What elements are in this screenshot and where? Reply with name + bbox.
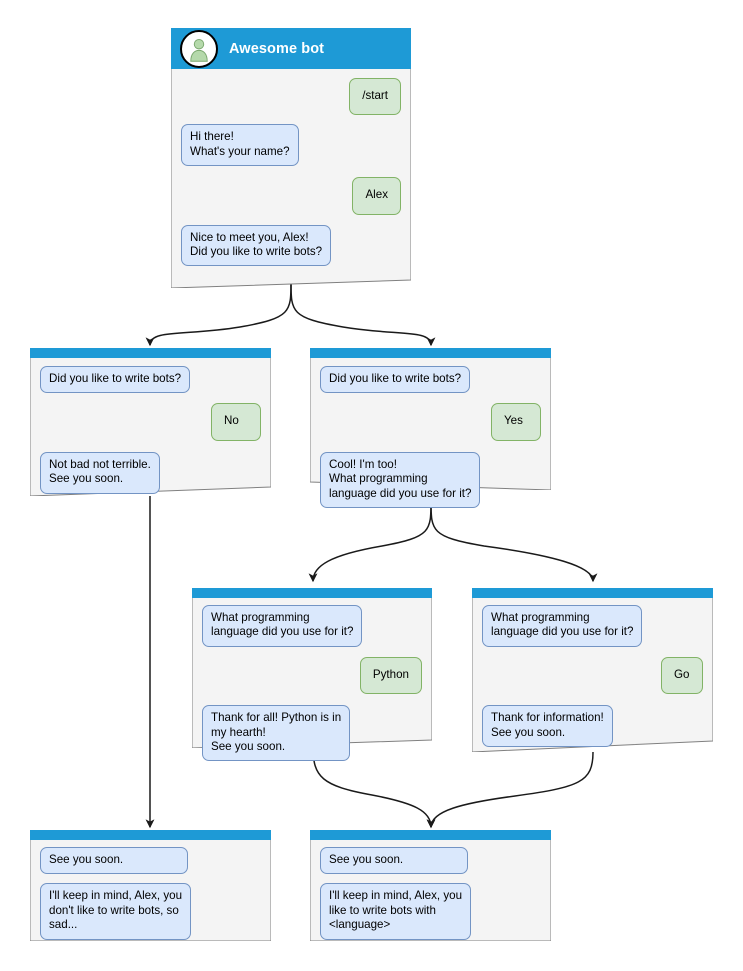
node-no-branch[interactable]: Did you like to write bots? No Not bad n… (30, 348, 271, 496)
bot-message-bubble[interactable]: I'll keep in mind, Alex, you like to wri… (320, 883, 472, 940)
message-row: Alex (181, 177, 401, 215)
node-root-body: Awesome bot /start Hi there! What's your… (171, 28, 411, 288)
message-row: Did you like to write bots? (320, 366, 541, 394)
user-message-bubble[interactable]: /start (349, 78, 401, 116)
bot-message-bubble[interactable]: I'll keep in mind, Alex, you don't like … (40, 883, 192, 940)
message-row: Not bad not terrible. See you soon. (40, 451, 261, 494)
node-end-yes-body: See you soon. I'll keep in mind, Alex, y… (310, 830, 551, 941)
bot-message-bubble[interactable]: Hi there! What's your name? (181, 124, 299, 167)
node-go-branch[interactable]: What programming language did you use fo… (472, 588, 713, 752)
message-row: See you soon. (320, 847, 541, 875)
node-root[interactable]: Awesome bot /start Hi there! What's your… (171, 28, 411, 288)
edge-root-to-yes (290, 281, 436, 347)
person-avatar-icon (180, 29, 218, 68)
bot-message-bubble[interactable]: What programming language did you use fo… (482, 605, 643, 647)
user-message-bubble[interactable]: No (211, 403, 261, 441)
node-python-branch-chat: What programming language did you use fo… (192, 598, 432, 762)
node-yes-branch-chat: Did you like to write bots? Yes Cool! I'… (310, 358, 551, 509)
node-root-chat: /start Hi there! What's your name? Alex … (171, 69, 411, 267)
message-row: I'll keep in mind, Alex, you like to wri… (320, 883, 541, 940)
message-row: Thank for all! Python is in my hearth! S… (202, 705, 422, 762)
node-end-no-body: See you soon. I'll keep in mind, Alex, y… (30, 830, 271, 941)
message-row: Did you like to write bots? (40, 366, 261, 394)
edge-yes-to-go (430, 500, 598, 583)
edge-yes-to-python (308, 500, 432, 583)
node-python-branch[interactable]: What programming language did you use fo… (192, 588, 432, 762)
message-row: I'll keep in mind, Alex, you don't like … (40, 883, 261, 940)
message-row: Thank for information! See you soon. (482, 705, 703, 748)
message-row: Yes (320, 403, 541, 441)
bot-name-label: Awesome bot (229, 40, 325, 57)
bot-message-bubble[interactable]: See you soon. (40, 847, 188, 875)
node-end-no[interactable]: See you soon. I'll keep in mind, Alex, y… (30, 830, 271, 941)
message-row: What programming language did you use fo… (482, 605, 703, 647)
bot-message-bubble[interactable]: Did you like to write bots? (320, 366, 471, 394)
user-message-bubble[interactable]: Yes (491, 403, 541, 441)
node-root-titlebar: Awesome bot (171, 28, 411, 69)
message-row: Python (202, 656, 422, 695)
node-yes-branch-body: Did you like to write bots? Yes Cool! I'… (310, 348, 551, 509)
message-row: Nice to meet you, Alex! Did you like to … (181, 224, 401, 267)
message-row: Hi there! What's your name? (181, 124, 401, 167)
bot-message-bubble[interactable]: Cool! I'm too! What programming language… (320, 451, 481, 509)
bot-message-bubble[interactable]: See you soon. (320, 847, 468, 875)
node-no-branch-body: Did you like to write bots? No Not bad n… (30, 348, 271, 496)
node-no-branch-chat: Did you like to write bots? No Not bad n… (30, 358, 271, 494)
node-go-branch-chat: What programming language did you use fo… (472, 598, 713, 748)
bot-message-bubble[interactable]: What programming language did you use fo… (202, 605, 363, 647)
message-row: See you soon. (40, 847, 261, 875)
node-go-branch-body: What programming language did you use fo… (472, 588, 713, 752)
bot-message-bubble[interactable]: Nice to meet you, Alex! Did you like to … (181, 224, 332, 267)
node-end-yes-chat: See you soon. I'll keep in mind, Alex, y… (310, 840, 551, 940)
bot-message-bubble[interactable]: Not bad not terrible. See you soon. (40, 451, 160, 494)
bot-message-bubble[interactable]: Thank for information! See you soon. (482, 705, 613, 748)
bot-message-bubble[interactable]: Did you like to write bots? (40, 366, 191, 394)
node-end-no-chat: See you soon. I'll keep in mind, Alex, y… (30, 840, 271, 940)
edge-go-to-end-yes (426, 751, 594, 829)
message-row: Go (482, 656, 703, 695)
user-message-bubble[interactable]: Alex (352, 177, 401, 215)
bot-message-bubble[interactable]: Thank for all! Python is in my hearth! S… (202, 705, 351, 762)
message-row: Cool! I'm too! What programming language… (320, 451, 541, 509)
edge-root-to-no (145, 281, 292, 347)
node-yes-branch[interactable]: Did you like to write bots? Yes Cool! I'… (310, 348, 551, 509)
message-row: No (40, 403, 261, 441)
message-row: What programming language did you use fo… (202, 605, 422, 647)
user-message-bubble[interactable]: Python (359, 656, 422, 695)
user-message-bubble[interactable]: Go (661, 656, 703, 695)
message-row: /start (181, 78, 401, 116)
node-python-branch-body: What programming language did you use fo… (192, 588, 432, 762)
node-end-yes[interactable]: See you soon. I'll keep in mind, Alex, y… (310, 830, 551, 941)
